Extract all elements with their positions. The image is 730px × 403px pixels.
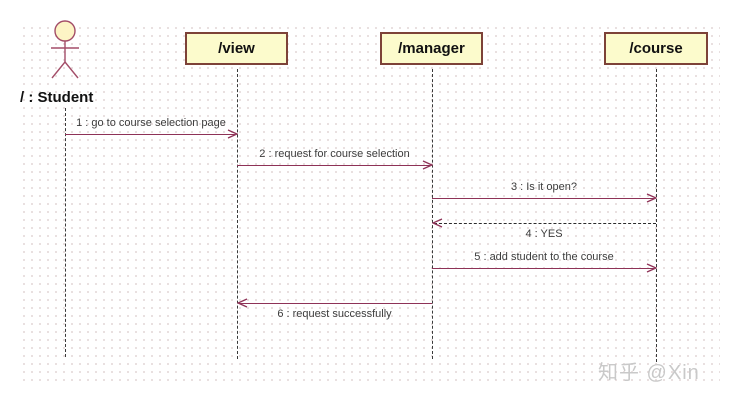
object-box-manager: /manager [380,32,483,65]
lifeline-manager [432,69,433,359]
message-line-6 [239,303,432,304]
arrowhead-right-icon [227,129,238,139]
lifeline-course [656,69,657,362]
arrowhead-right-icon [646,193,657,203]
lifeline-student [65,108,66,357]
message-label-3: 3 : Is it open? [510,181,578,193]
object-label-view: /view [218,40,255,57]
message-label-5: 5 : add student to the course [474,251,614,263]
stick-figure-actor-icon [51,20,79,79]
arrowhead-left-icon [237,298,248,308]
message-line-4 [434,223,656,224]
grid-background [20,24,720,383]
actor-label: / : Student [20,89,94,106]
lifeline-view [237,69,238,359]
object-label-manager: /manager [398,40,465,57]
message-label-1: 1 : go to course selection page [76,117,226,129]
watermark: 知乎 @Xin [598,362,700,384]
arrowhead-left-icon [432,218,443,228]
message-label-6: 6 : request successfully [277,308,392,320]
object-box-view: /view [185,32,288,65]
arrowhead-right-icon [646,263,657,273]
message-line-5 [432,268,654,269]
message-line-2 [237,165,430,166]
arrowhead-right-icon [422,160,433,170]
message-label-4: 4 : YES [525,228,563,240]
object-label-course: /course [629,40,683,57]
message-label-2: 2 : request for course selection [259,148,410,160]
message-line-1 [65,134,235,135]
object-box-course: /course [604,32,708,65]
message-line-3 [432,198,654,199]
